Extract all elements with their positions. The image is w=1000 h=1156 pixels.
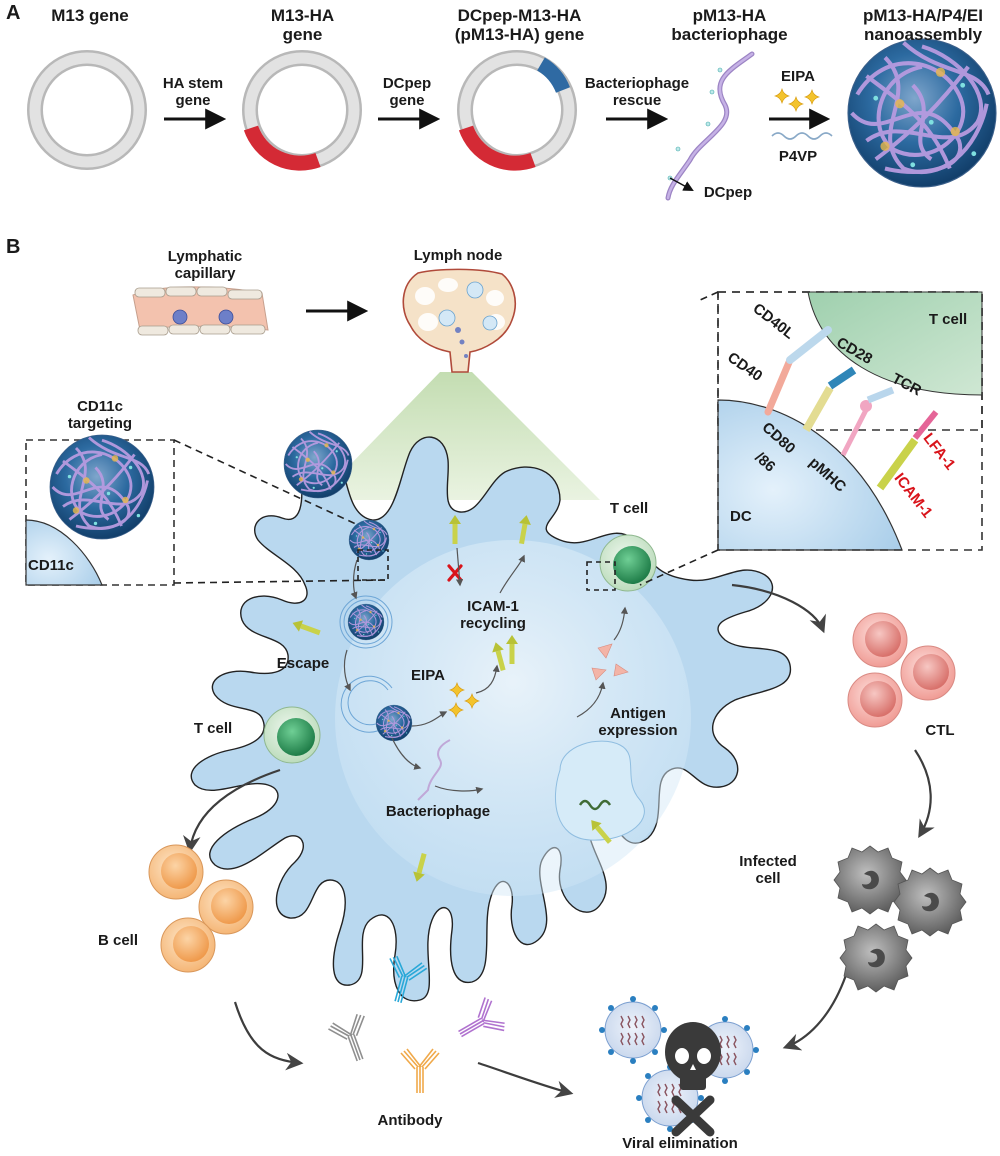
arrow-label-line: gene <box>389 92 425 109</box>
step-label-line: pM13-HA <box>692 6 767 25</box>
plasmid-m13 <box>27 50 147 170</box>
skull-icon <box>665 1022 721 1137</box>
p4vp-wave <box>771 132 833 140</box>
ctl-label: CTL <box>925 722 955 739</box>
cd11c-inset <box>25 433 389 586</box>
eipa-label: EIPA <box>411 667 445 684</box>
step-label-line: bacteriophage <box>671 25 788 44</box>
bacteriophage-label: Bacteriophage <box>385 803 491 820</box>
arrow-label-eipa: EIPA <box>781 68 815 85</box>
outcome-arrows <box>183 583 935 1098</box>
label-line: Infected <box>739 853 797 870</box>
plasmid-dcpep-m13-ha <box>457 50 577 171</box>
panel-label-a: A <box>6 2 21 24</box>
phage-fragment <box>417 739 451 801</box>
step-label-line: (pM13-HA) gene <box>454 25 585 44</box>
step-label-line: M13 gene <box>51 6 129 25</box>
step-label-line: M13-HA <box>270 6 335 25</box>
viral-elimination-illustration <box>598 995 760 1137</box>
lymph-node-beam <box>316 372 600 500</box>
antigen-triangles <box>591 643 629 681</box>
nanoassembly-bound <box>348 519 390 561</box>
viral-elimination-label: Viral elimination <box>622 1135 738 1152</box>
bacteriophage-filament <box>665 51 755 201</box>
ha-stem-segment <box>458 125 536 171</box>
lysosome <box>554 740 645 841</box>
ha-stem-segment <box>243 125 321 171</box>
infected-cells <box>833 845 967 993</box>
step-label-m13: M13 gene <box>35 6 145 25</box>
arrow-label-p4vp: P4VP <box>778 148 818 165</box>
arrow-label-line: Bacteriophage <box>584 75 690 92</box>
ctl-cluster <box>847 612 956 728</box>
label-line: expression <box>598 722 678 739</box>
label-line: Lymphatic <box>167 248 243 265</box>
antibody-label: Antibody <box>377 1112 443 1129</box>
inset-dc-label: DC <box>730 508 752 525</box>
t-cell-right-label: T cell <box>609 500 649 517</box>
dcpep-segment <box>536 57 570 94</box>
step-label-dcpep-m13-ha: DCpep-M13-HA(pM13-HA) gene <box>452 6 587 44</box>
label-line: Antigen <box>610 705 666 722</box>
arrow-label-line: gene <box>175 92 211 109</box>
step-label-line: DCpep-M13-HA <box>457 6 582 25</box>
nanoassembly-free <box>283 429 353 499</box>
escape-label: Escape <box>276 655 330 672</box>
arrow-label-line: rescue <box>612 92 662 109</box>
label-line: ICAM-1 <box>467 598 519 615</box>
step-label-line: gene <box>282 25 323 44</box>
label-line: CD11c <box>77 398 123 415</box>
lymphatic-capillary-illustration <box>132 286 269 336</box>
pathway-arrows <box>343 547 629 794</box>
panel-label-b: B <box>6 236 21 258</box>
synapse-inset <box>586 291 983 591</box>
arrow-label-line: DCpep <box>382 75 432 92</box>
nanoassembly <box>848 39 996 187</box>
endosome-2 <box>340 675 413 742</box>
step-label-line: pM13-HA/P4/EI <box>863 6 983 25</box>
label-line: cell <box>755 870 781 887</box>
eipa-sparkles <box>774 88 820 112</box>
lymph-node-illustration <box>402 268 517 373</box>
inset-t-cell-label: T cell <box>928 311 968 328</box>
plasmid-m13-ha <box>242 50 362 171</box>
step-label-line: nanoassembly <box>863 25 983 44</box>
label-line: capillary <box>174 265 236 282</box>
dcpep-pointer-label: DCpep <box>703 184 753 201</box>
lymph-node-label: Lymph node <box>413 247 503 264</box>
t-cell-left-illustration <box>263 706 321 764</box>
cd11c-receptor-label: CD11c <box>28 557 74 574</box>
arrow-label-line: HA stem <box>162 75 224 92</box>
t-cell-left-label: T cell <box>193 720 233 737</box>
label-line: recycling <box>460 615 526 632</box>
label-line: targeting <box>67 415 133 432</box>
t-cell-right-illustration <box>599 534 657 592</box>
endosome-1 <box>339 595 393 649</box>
b-cell-label: B cell <box>97 932 139 949</box>
dcpep-pointer-line <box>669 177 694 192</box>
